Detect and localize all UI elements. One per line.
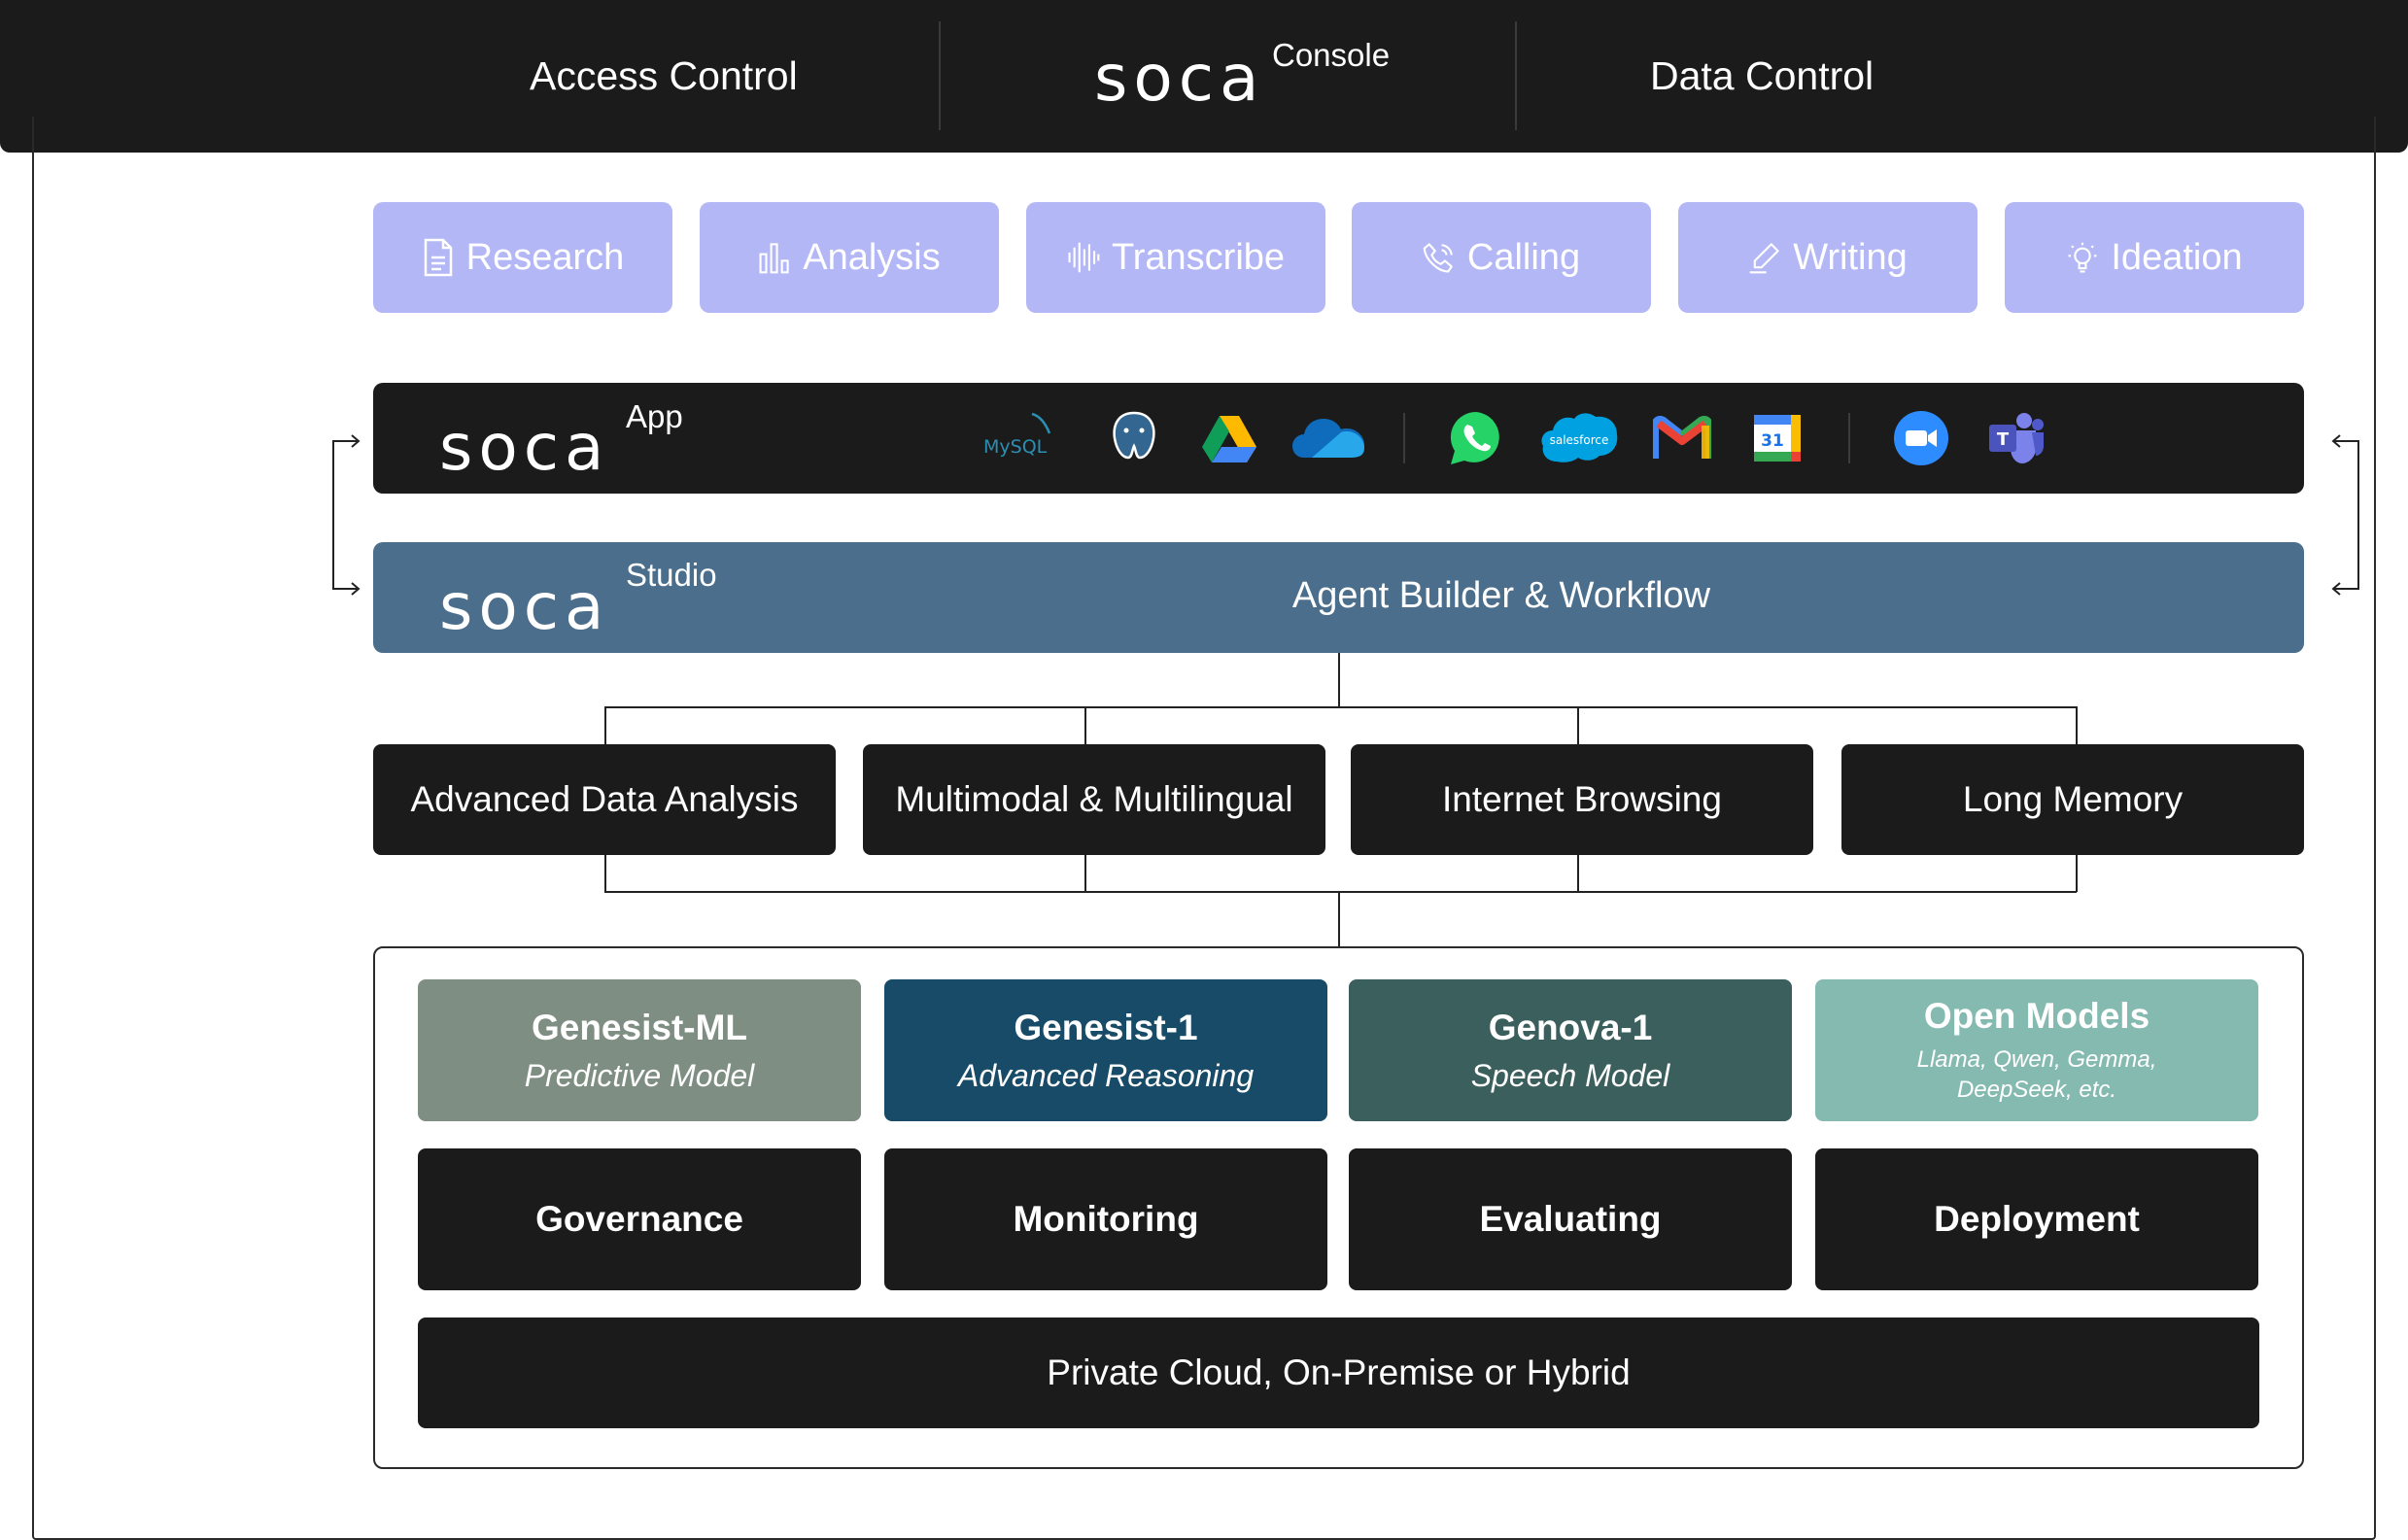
onedrive-icon[interactable] [1292,406,1364,470]
pen-icon [1749,243,1779,274]
ops-evaluating[interactable]: Evaluating [1349,1148,1792,1290]
model-subtitle: Llama, Qwen, Gemma, DeepSeek, etc. [1916,1046,2157,1103]
whatsapp-icon[interactable] [1444,406,1508,470]
waveform-icon [1068,242,1100,273]
phone-icon [1423,243,1453,273]
bar-chart-icon [759,243,789,274]
model-genesist-ml[interactable]: Genesist-ML Predictive Model [418,979,861,1121]
use-case-label: Calling [1466,236,1581,278]
salesforce-text: salesforce [1550,433,1609,447]
use-case-label: Research [465,236,625,278]
ops-deployment[interactable]: Deployment [1815,1148,2258,1290]
use-case-label: Ideation [2111,236,2243,278]
teams-letter: T [1997,429,2010,450]
connector-line [1338,653,1340,707]
connector-line [1577,706,1579,745]
model-genesist-1[interactable]: Genesist-1 Advanced Reasoning [884,979,1327,1121]
model-open-models[interactable]: Open Models Llama, Qwen, Gemma, DeepSeek… [1815,979,2258,1121]
model-subtitle: Predictive Model [524,1057,755,1093]
use-case-research[interactable]: Research [373,202,672,313]
outer-frame [32,117,2376,1540]
use-case-analysis[interactable]: Analysis [700,202,999,313]
capability-multimodal-multilingual[interactable]: Multimodal & Multilingual [863,744,1325,855]
capability-long-memory[interactable]: Long Memory [1841,744,2304,855]
model-name: Open Models [1923,996,2150,1036]
studio-title: Agent Builder & Workflow [1291,575,1711,616]
model-subtitle: Speech Model [1470,1057,1670,1093]
console-label: Console [1272,37,1391,73]
model-subtitle: Advanced Reasoning [957,1057,1255,1093]
connector-line [604,706,2077,708]
google-drive-icon[interactable] [1197,406,1261,470]
app-soca-logo: soca [439,410,610,485]
salesforce-icon[interactable]: salesforce [1539,406,1619,470]
calendar-day: 31 [1761,431,1784,451]
use-case-writing[interactable]: Writing [1678,202,1978,313]
loop-arrow-left [332,434,361,596]
use-case-calling[interactable]: Calling [1352,202,1651,313]
google-calendar-icon[interactable]: 31 [1745,406,1809,470]
connector-line [1084,706,1086,745]
use-case-label: Analysis [803,236,941,278]
model-name: Genesist-ML [531,1007,748,1047]
connector-line [604,706,606,745]
console-bar [0,0,2408,153]
deployment-options[interactable]: Private Cloud, On-Premise or Hybrid [418,1318,2259,1428]
ops-governance[interactable]: Governance [418,1148,861,1290]
icon-divider [1848,413,1850,463]
studio-soca-logo: soca [439,569,610,644]
console-divider [1515,21,1517,130]
mysql-icon[interactable]: MySQL [981,406,1071,470]
capability-internet-browsing[interactable]: Internet Browsing [1351,744,1813,855]
connector-line [1338,891,1340,946]
model-platform [373,946,2304,1469]
use-case-label: Transcribe [1111,236,1286,278]
console-soca-logo: soca [1094,41,1265,116]
data-control-label[interactable]: Data Control [1650,53,1875,98]
connector-line [1577,855,1579,892]
icon-divider [1403,413,1405,463]
studio-bar [373,542,2304,653]
integration-icons: MySQL salesforce 31 T [981,406,2080,470]
connector-line [604,855,606,892]
zoom-icon[interactable] [1889,406,1953,470]
document-icon [424,238,452,277]
console-divider [939,21,941,130]
lightbulb-icon [2068,242,2097,273]
ms-teams-icon[interactable]: T [1984,406,2048,470]
connector-line [2076,855,2078,892]
use-case-ideation[interactable]: Ideation [2005,202,2304,313]
model-genova-1[interactable]: Genova-1 Speech Model [1349,979,1792,1121]
use-case-transcribe[interactable]: Transcribe [1026,202,1325,313]
studio-label: Studio [626,557,717,593]
model-name: Genesist-1 [1014,1007,1198,1047]
use-case-label: Writing [1793,236,1908,278]
ops-monitoring[interactable]: Monitoring [884,1148,1327,1290]
postgresql-icon[interactable] [1102,406,1166,470]
connector-line [1084,855,1086,892]
model-name: Genova-1 [1488,1007,1653,1047]
loop-arrow-right [2331,434,2359,596]
connector-line [2076,706,2078,745]
gmail-icon[interactable] [1650,406,1714,470]
mysql-text: MySQL [983,436,1048,458]
capability-advanced-data-analysis[interactable]: Advanced Data Analysis [373,744,836,855]
access-control-label[interactable]: Access Control [530,53,798,98]
app-label: App [626,398,683,434]
connector-line [604,891,2077,893]
